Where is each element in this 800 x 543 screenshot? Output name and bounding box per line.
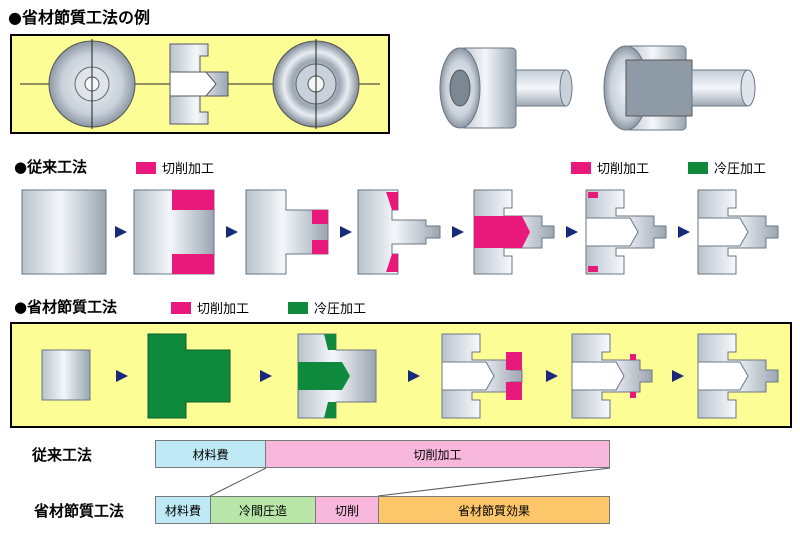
arrow-icon [340,226,352,238]
arrow-icon [566,226,578,238]
legend-saving-cold-label: 冷圧加工 [314,302,367,317]
arrow-icon [115,226,127,238]
saving-stage-3 [297,333,377,419]
cut-swatch [571,161,591,174]
bar-material-cost-saving: 材料費 [155,496,211,524]
stage-5 [473,189,555,275]
arrow-icon [116,370,128,382]
cut-swatch [171,301,191,314]
saving-stage-6-finished [697,333,779,419]
legend-right-cut-label: 切削加工 [597,162,650,177]
cut-swatch [136,161,156,174]
legend-cut-label: 切削加工 [162,162,215,177]
conventional-heading: ●従来工法 [14,158,88,176]
front-view-disc [48,39,136,129]
arrow-icon [452,226,464,238]
legend-right-cut: 切削加工 [571,158,649,177]
legend-right-cold-label: 冷圧加工 [714,162,767,177]
saving-stage-1-billet [41,349,91,401]
conventional-row-label: 従来工法 [32,446,93,464]
cold-swatch [688,161,708,174]
part-3d-sectioned [603,45,756,131]
arrow-icon [672,370,684,382]
page-title: ●省材節質工法の例 [8,8,150,27]
stage-2 [133,189,215,275]
saving-process [41,333,779,419]
arrow-icon [408,370,420,382]
example-drawings [20,39,380,129]
legend-saving-cold: 冷圧加工 [288,298,366,317]
saving-stage-2-cold-forged [147,333,231,419]
legend-cut: 切削加工 [136,158,214,177]
cold-swatch [288,301,308,314]
rear-view-disc [272,39,360,129]
stage-6 [585,189,667,275]
arrow-icon [260,370,272,382]
legend-saving-cut: 切削加工 [171,298,249,317]
cross-section-part [169,43,229,125]
saving-panel [10,322,792,428]
part-3d-views [439,45,756,131]
legend-right-cold: 冷圧加工 [688,158,766,177]
stage-7-finished [697,189,779,275]
stage-1-billet [21,189,107,275]
saving-stage-4 [441,333,523,419]
stage-3 [245,189,329,275]
saving-heading: ●省材節質工法 [14,298,118,316]
bar-cold-heading: 冷間圧造 [210,496,316,524]
bar-cutting-short: 切削 [315,496,379,524]
saving-row-label: 省材節質工法 [34,502,125,520]
conventional-process [21,189,779,275]
bar-cutting: 切削加工 [265,440,610,468]
arrow-icon [546,370,558,382]
bar-saving-effect: 省材節質効果 [378,496,610,524]
part-3d-plain [439,47,573,129]
arrow-icon [226,226,238,238]
legend-saving-cut-label: 切削加工 [197,302,250,317]
stage-4 [357,189,441,275]
arrow-icon [678,226,690,238]
saving-stage-5 [571,333,653,419]
